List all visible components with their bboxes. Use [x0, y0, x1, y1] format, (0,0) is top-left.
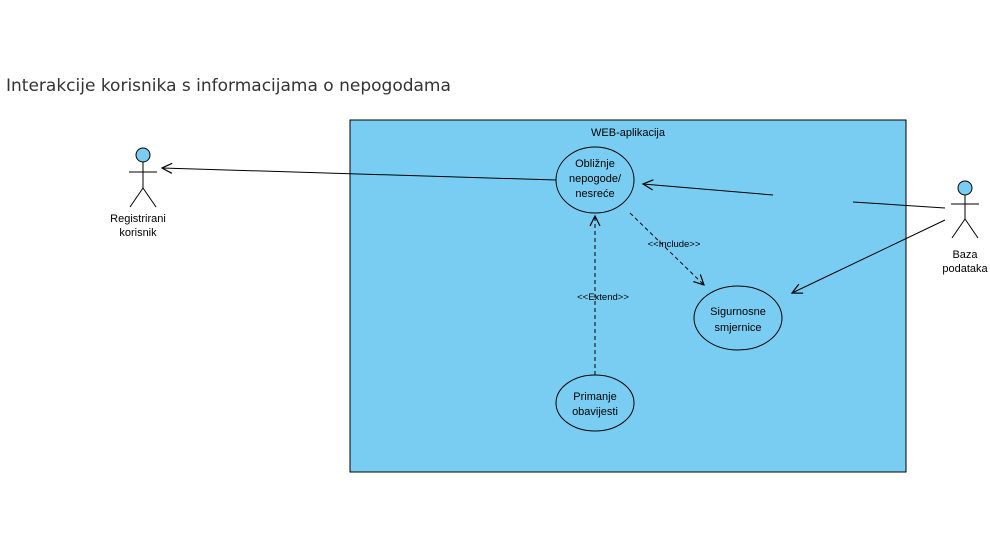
extend-label: <<Extend>>	[577, 292, 629, 303]
use-case-receive-notifications[interactable]: Primanje obavijesti	[555, 374, 635, 432]
association-database-segment	[852, 201, 946, 209]
system-label: WEB-aplikacija	[591, 127, 666, 139]
association-user-arrow	[162, 168, 557, 181]
page-title: Interakcije korisnika s informacijama o …	[6, 76, 451, 96]
association-database-nearby-arrow	[643, 184, 774, 196]
use-case-label-line2: obavijesti	[572, 406, 618, 418]
use-case-safety-guidelines[interactable]: Sigurnosne smjernice	[693, 285, 783, 351]
actor-label-line1: Registrirani	[110, 213, 166, 225]
use-case-label-line1: Primanje	[573, 391, 616, 403]
actor-label-line2: korisnik	[119, 227, 157, 239]
include-arrow	[629, 212, 704, 285]
actor-registered-user[interactable]: Registrirani korisnik	[110, 147, 166, 239]
use-case-label-line2: smjernice	[714, 322, 761, 334]
include-label: <<Include>>	[648, 239, 701, 250]
use-case-nearby-disasters[interactable]: Obližnje nepogode/ nesreće	[555, 146, 635, 214]
association-database-guidelines-arrow	[792, 219, 946, 293]
actor-label-line2: podataka	[942, 263, 988, 275]
use-case-label-line1: Sigurnosne	[710, 306, 766, 318]
actor-database[interactable]: Baza podataka	[942, 180, 989, 275]
actor-head	[957, 180, 973, 196]
use-case-label-line1: Obližnje	[575, 158, 615, 170]
use-case-label-line3: nesreće	[575, 188, 614, 200]
use-case-label-line2: nepogode/	[569, 173, 622, 185]
actor-label-line1: Baza	[952, 249, 978, 261]
actor-head	[135, 147, 151, 163]
